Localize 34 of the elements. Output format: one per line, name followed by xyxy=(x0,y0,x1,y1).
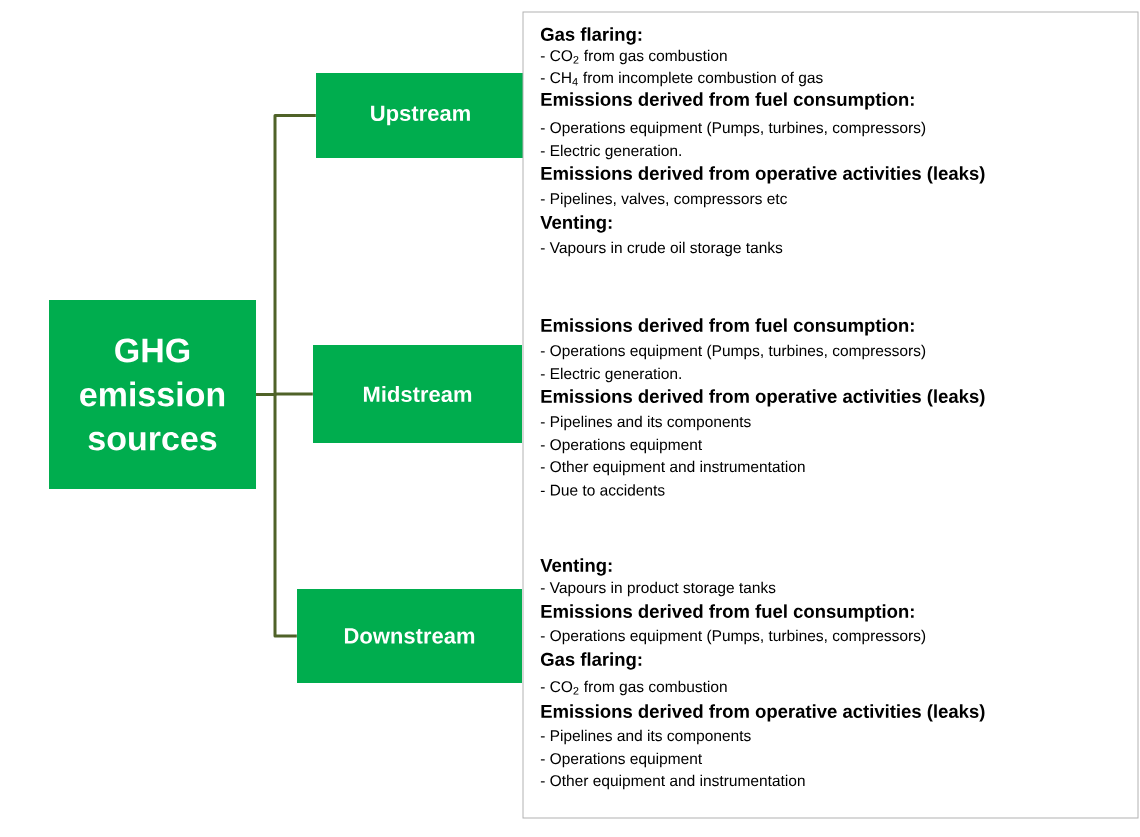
section-heading: Emissions derived from fuel consumption: xyxy=(541,604,914,622)
section-heading: Gas flaring: xyxy=(540,27,642,45)
bullet-item: - CO$_{2}$ from gas combustion xyxy=(540,680,727,696)
text-panel xyxy=(522,11,1139,819)
bullet-item: - Operations equipment xyxy=(540,438,703,454)
section-heading: Venting: xyxy=(540,215,612,233)
bullet-item: - Pipelines and its components xyxy=(540,729,751,745)
bullet-item: - Pipelines, valves, compressors etc xyxy=(540,192,787,208)
category-box: Midstream xyxy=(313,345,522,443)
section-heading: Emissions derived from operative activities (leaks) xyxy=(541,389,985,407)
section-heading: Venting: xyxy=(540,558,612,576)
bullet-item: - Vapours in product storage tanks xyxy=(540,581,776,597)
bullet-item: - Operations equipment (Pumps, turbines, compressors) xyxy=(540,121,926,137)
category-box: Downstream xyxy=(297,589,522,683)
category-box: Upstream xyxy=(316,73,525,158)
section-heading: Gas flaring: xyxy=(540,652,642,670)
section-heading: Emissions derived from fuel consumption: xyxy=(541,318,914,336)
bullet-item: - Electric generation. xyxy=(540,367,681,383)
section-heading: Emissions derived from operative activities (leaks) xyxy=(541,704,985,722)
bullet-item: - Other equipment and instrumentation xyxy=(540,774,805,790)
section-heading: Emissions derived from fuel consumption: xyxy=(541,92,914,110)
bullet-item: - Electric generation. xyxy=(540,144,681,160)
bullet-item: - Vapours in crude oil storage tanks xyxy=(540,241,783,257)
bullet-item: - Other equipment and instrumentation xyxy=(540,460,805,476)
bullet-item: - Operations equipment (Pumps, turbines, compressors) xyxy=(540,344,926,360)
bullet-item: - Operations equipment (Pumps, turbines, compressors) xyxy=(540,629,926,645)
bullet-item: - Pipelines and its components xyxy=(540,415,751,431)
bullet-item: - Due to accidents xyxy=(540,484,665,496)
bullet-item: - Operations equipment xyxy=(540,752,703,768)
connector xyxy=(256,393,297,638)
root-box: GHG emission sources xyxy=(49,300,256,489)
bullet-item: - CH$_{4}$ from incomplete combustion of gas xyxy=(540,71,823,87)
bullet-item: - CO$_{2}$ from gas combustion xyxy=(540,49,727,65)
section-heading: Emissions derived from operative activities (leaks) xyxy=(541,166,985,184)
